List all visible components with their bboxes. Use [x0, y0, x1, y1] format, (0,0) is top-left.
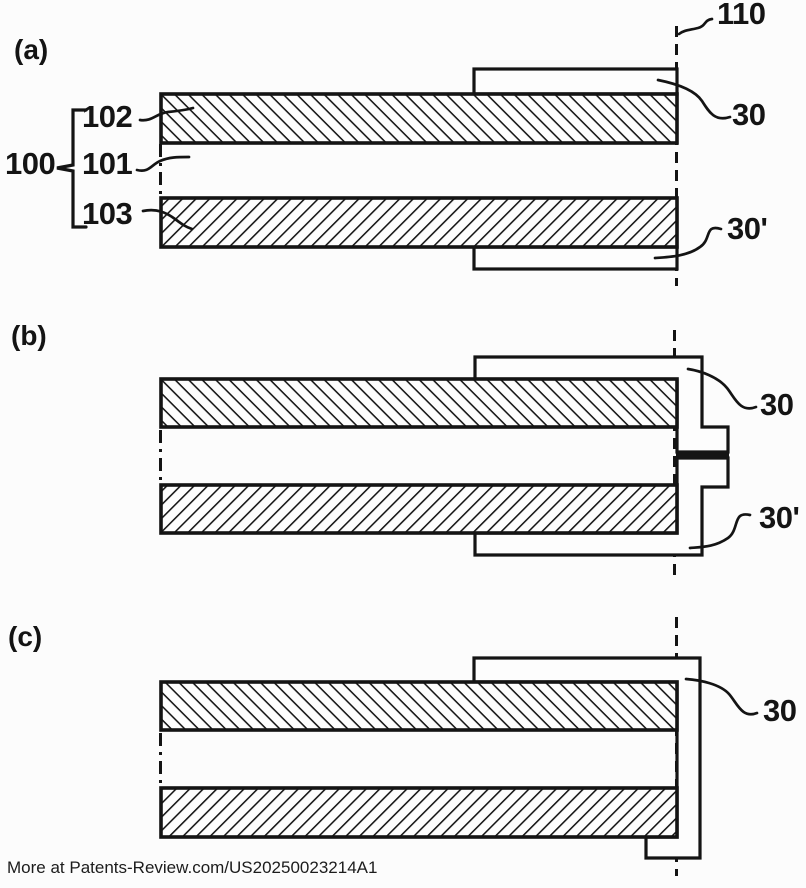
- figure-c-drawing: [159, 617, 759, 876]
- figure-b-drawing: [159, 330, 758, 580]
- leader-30-bottom-a: [653, 226, 723, 260]
- tape-30-top-rect: [472, 67, 679, 96]
- layer-102-bar: [159, 92, 679, 145]
- layer-top-bar-c: [159, 680, 679, 732]
- leader-30-c: [684, 677, 759, 716]
- figure-a-drawing: [56, 17, 732, 286]
- layer-bottom-bar-c: [159, 786, 679, 839]
- leader-30-top-b: [686, 367, 758, 410]
- ref-30-c: 30: [763, 693, 797, 728]
- layer-103-bar: [159, 196, 679, 249]
- figure-c-label: (c): [8, 621, 43, 652]
- ref-30-b: 30: [760, 387, 794, 422]
- tape-30-bottom-rect: [472, 245, 679, 271]
- ref-103: 103: [82, 196, 133, 231]
- figure-b-label: (b): [11, 320, 47, 351]
- leader-101: [135, 155, 191, 172]
- leader-103: [141, 208, 194, 231]
- ref-30-prime-a: 30': [727, 211, 768, 246]
- source-watermark: More at Patents-Review.com/US20250023214…: [7, 858, 378, 877]
- ref-30-a: 30: [732, 97, 766, 132]
- ref-100: 100: [5, 146, 56, 181]
- ref-102: 102: [82, 99, 133, 134]
- layer-top-bar-b: [159, 377, 679, 429]
- ref-110: 110: [717, 0, 766, 31]
- figure-a-label: (a): [14, 34, 49, 65]
- leader-110: [677, 17, 714, 36]
- ref-30-prime-b: 30': [759, 500, 800, 535]
- brace-100: [56, 108, 88, 229]
- leader-102: [138, 106, 195, 122]
- leader-30-bottom-b: [688, 513, 752, 550]
- layer-bottom-bar-b: [159, 483, 679, 535]
- ref-101: 101: [82, 146, 133, 181]
- leader-30-top-a: [656, 78, 732, 120]
